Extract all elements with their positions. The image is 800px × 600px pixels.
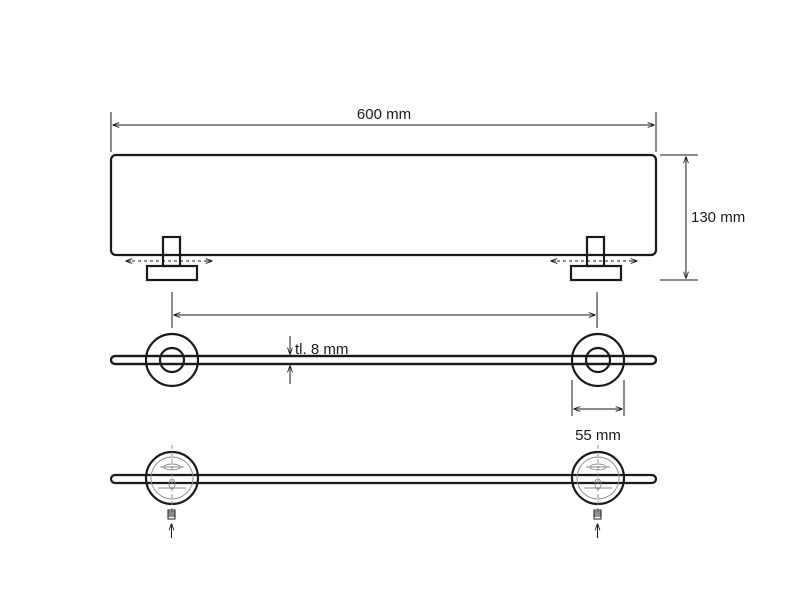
right-bracket-front xyxy=(551,235,637,282)
width-label: 600 mm xyxy=(357,106,411,123)
thickness-label: tl. 8 mm xyxy=(295,341,348,358)
top-view: tl. 8 mm 55 mm xyxy=(109,292,658,444)
width-dimension: 600 mm xyxy=(110,106,657,152)
left-bracket-top xyxy=(144,332,200,388)
glass-edge xyxy=(109,354,658,366)
glass-panel xyxy=(109,153,658,257)
height-dimension: 130 mm xyxy=(660,154,745,281)
bracket-diameter-dimension: 55 mm xyxy=(571,380,625,444)
bracket-spacing-dimension xyxy=(171,292,598,328)
right-wall-plate xyxy=(570,445,626,512)
right-bracket-top xyxy=(570,332,626,388)
front-view: 600 mm 130 mm xyxy=(109,106,745,282)
bracket-diameter-label: 55 mm xyxy=(575,427,621,444)
thickness-dimension: tl. 8 mm xyxy=(290,336,348,384)
right-screw-icon xyxy=(593,509,602,538)
left-bracket-front xyxy=(126,235,212,282)
left-wall-plate xyxy=(144,445,200,512)
left-screw-icon xyxy=(167,509,176,538)
height-label: 130 mm xyxy=(691,209,745,226)
mounting-view xyxy=(109,445,658,538)
